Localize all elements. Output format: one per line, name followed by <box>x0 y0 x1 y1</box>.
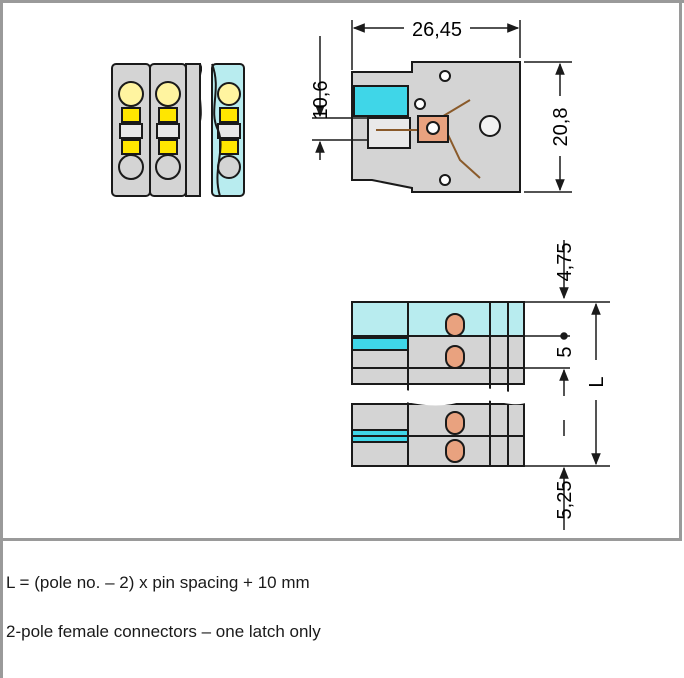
front-break-gap <box>202 62 211 198</box>
latch-note: 2-pole female connectors – one latch onl… <box>6 622 321 641</box>
top-view <box>351 301 525 467</box>
dim-bottom-offset-label: 5,25 <box>554 481 576 520</box>
dim-length <box>524 302 610 467</box>
dim-length-label: L <box>586 376 608 387</box>
dim-width-total <box>351 20 521 70</box>
dim-top-offset <box>524 240 610 303</box>
front-view <box>111 63 245 197</box>
frame-left-edge-lower <box>0 541 3 678</box>
dim-pin-spacing-label: 5 <box>554 346 576 357</box>
dim-height-total-label: 20,8 <box>550 108 572 147</box>
dim-plug-height-label: 10,6 <box>310 81 332 120</box>
dim-width-total-label: 26,45 <box>412 19 462 41</box>
length-formula-note: L = (pole no. – 2) x pin spacing + 10 mm <box>6 573 310 592</box>
dim-top-offset-label: 4,75 <box>554 243 576 282</box>
dim-plug-height <box>312 36 368 160</box>
dim-pin-spacing <box>524 332 570 396</box>
dim-height-total <box>524 61 572 193</box>
connector-drawing: 26,45 20,8 10,6 4,75 <box>111 19 610 530</box>
frame-right-edge <box>679 0 682 540</box>
frame-divider <box>0 538 682 541</box>
side-view <box>351 61 521 193</box>
top-break-gap <box>350 386 528 406</box>
